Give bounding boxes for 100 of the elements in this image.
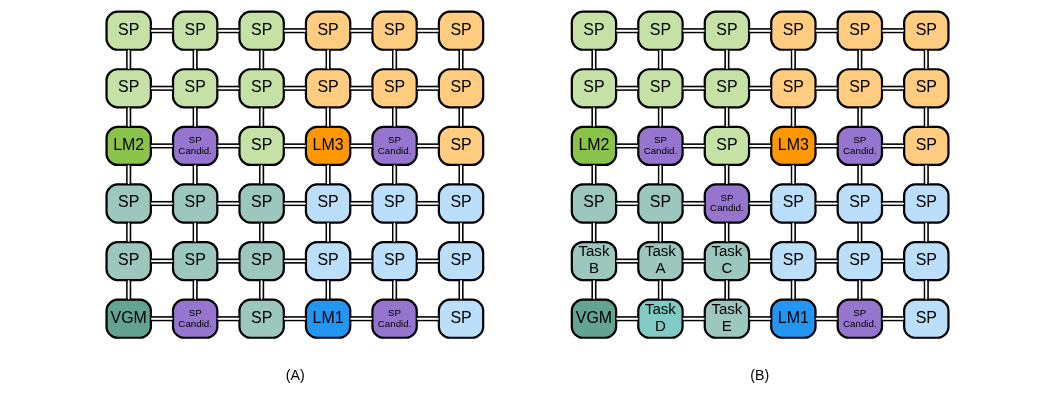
node-box: SP <box>636 68 684 109</box>
node-box: SP <box>769 183 817 224</box>
connector <box>349 28 373 34</box>
connector <box>923 106 929 128</box>
connector <box>880 143 905 149</box>
connector <box>216 143 240 149</box>
node-box: SP <box>636 183 684 224</box>
connector <box>391 164 397 185</box>
connector <box>192 164 198 185</box>
node-box: SP <box>902 125 950 167</box>
connector <box>723 221 729 243</box>
connector <box>258 106 264 128</box>
node-box: SP <box>437 240 484 282</box>
connector <box>681 85 705 91</box>
node-box: SP <box>104 68 152 109</box>
node-box: Task D <box>636 298 684 339</box>
connector <box>325 164 331 185</box>
connector <box>282 316 306 322</box>
node-box: SP Candid. <box>703 183 750 224</box>
node-box: SP <box>171 10 218 51</box>
connector <box>880 28 905 34</box>
connector <box>415 85 439 91</box>
connector <box>457 279 464 301</box>
connector <box>723 164 729 185</box>
connector <box>657 279 663 301</box>
connector <box>349 258 373 264</box>
connector <box>590 279 597 301</box>
connector <box>681 316 705 322</box>
connector <box>856 106 862 128</box>
node-box: SP <box>836 240 883 282</box>
connector <box>192 221 198 243</box>
node-box: SP <box>769 68 817 109</box>
connector <box>282 85 306 91</box>
connector <box>149 28 174 34</box>
node-box: SP Candid. <box>836 125 883 167</box>
node-box: SP <box>836 10 883 51</box>
connector <box>790 279 796 301</box>
connector <box>258 279 264 301</box>
connector <box>349 200 373 207</box>
connector <box>681 143 705 149</box>
connector <box>747 200 772 207</box>
node-box: Task B <box>570 240 617 282</box>
connector <box>790 221 796 243</box>
node-box: SP <box>836 68 883 109</box>
connector <box>216 200 240 207</box>
connector <box>216 258 240 264</box>
connector <box>325 221 331 243</box>
node-box: SP <box>437 10 484 51</box>
node-box: SP <box>370 240 418 282</box>
connector <box>415 28 439 34</box>
node-box: SP <box>171 68 218 109</box>
connector <box>125 221 131 243</box>
node-box: SP Candid. <box>370 298 418 339</box>
connector <box>657 221 663 243</box>
connector <box>856 49 862 70</box>
connector <box>590 106 597 128</box>
connector <box>590 221 597 243</box>
node-box: LM1 <box>304 298 351 339</box>
connector <box>349 85 373 91</box>
connector <box>325 49 331 70</box>
node-box: SP <box>304 240 351 282</box>
connector <box>149 143 174 149</box>
connector <box>923 49 929 70</box>
node-box: LM3 <box>304 125 351 167</box>
connector <box>391 279 397 301</box>
node-box: LM2 <box>570 125 617 167</box>
node-box: SP <box>237 183 285 224</box>
connector <box>880 316 905 322</box>
connector <box>747 258 772 264</box>
connector <box>923 221 929 243</box>
node-box: SP <box>902 10 950 51</box>
node-box: SP Candid. <box>171 125 218 167</box>
connector <box>814 85 838 91</box>
connector <box>415 316 439 322</box>
connector <box>814 258 838 264</box>
connector <box>856 221 862 243</box>
node-box: SP Candid. <box>836 298 883 339</box>
connector <box>747 143 772 149</box>
connector <box>258 49 264 70</box>
connector <box>258 221 264 243</box>
connector <box>457 164 464 185</box>
connector <box>415 258 439 264</box>
node-box: SP <box>570 183 617 224</box>
connector <box>125 164 131 185</box>
connector <box>723 279 729 301</box>
node-box: Task C <box>703 240 750 282</box>
node-box: SP <box>836 183 883 224</box>
node-box: VGM <box>570 298 617 339</box>
connector <box>258 164 264 185</box>
node-box: SP <box>237 10 285 51</box>
node-box: SP <box>902 183 950 224</box>
connector <box>192 49 198 70</box>
node-box: SP <box>902 240 950 282</box>
connector <box>723 106 729 128</box>
connector <box>391 106 397 128</box>
node-box: LM3 <box>769 125 817 167</box>
connector <box>125 106 131 128</box>
connector <box>590 49 597 70</box>
node-box: SP Candid. <box>171 298 218 339</box>
connector <box>880 85 905 91</box>
